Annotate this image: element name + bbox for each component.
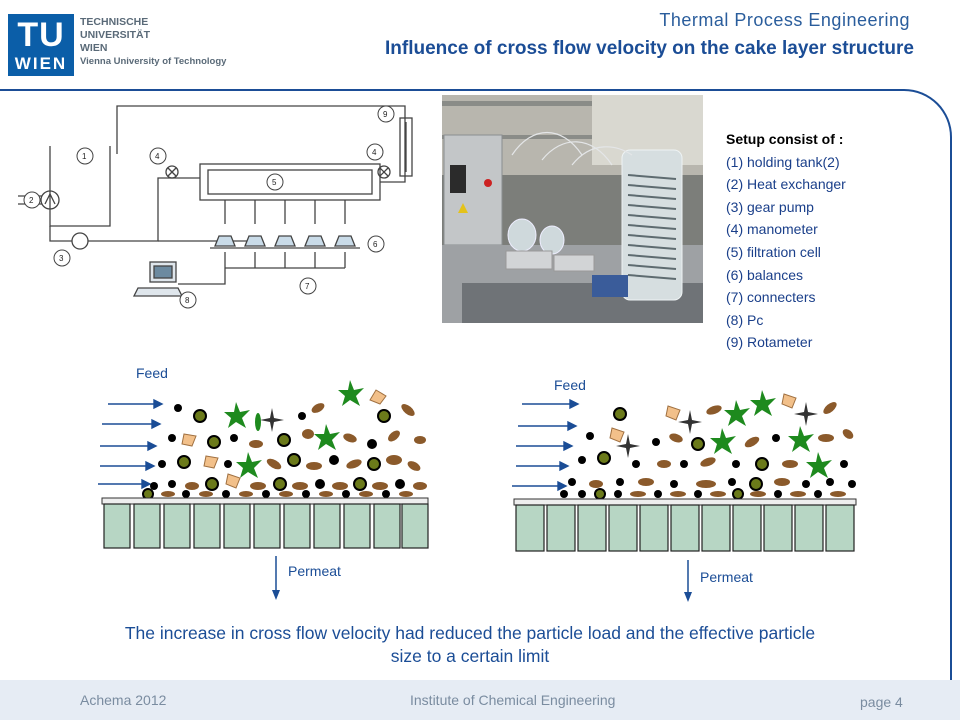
- filter-membrane: [513, 498, 857, 506]
- label-7: 7: [305, 282, 310, 291]
- setup-item: (4) manometer: [726, 221, 818, 238]
- permeat-label: Permeat: [700, 569, 753, 585]
- page-number: page 4: [860, 694, 903, 710]
- setup-list: Setup consist of : (1) holding tank(2) (…: [726, 128, 846, 354]
- conclusion-line-1: The increase in cross flow velocity had …: [124, 623, 816, 643]
- university-line-4: Vienna University of Technology: [80, 56, 227, 67]
- support-blocks: [515, 504, 855, 552]
- setup-item: (9) Rotameter: [726, 334, 813, 351]
- label-4b: 4: [372, 148, 377, 157]
- footer-institute: Institute of Chemical Engineering: [410, 692, 616, 708]
- label-8: 8: [185, 296, 190, 305]
- particle-field: [142, 380, 427, 500]
- permeat-label: Permeat: [288, 563, 341, 579]
- cake-diagram-high-velocity: Feed: [512, 377, 857, 602]
- slide-title: Influence of cross flow velocity on the …: [384, 38, 914, 59]
- label-4a: 4: [155, 152, 160, 161]
- particle-field: [560, 390, 856, 500]
- cake-diagram-low-velocity: Feed: [98, 365, 429, 600]
- setup-item: (6) balances: [726, 266, 804, 283]
- filter-membrane: [101, 497, 429, 505]
- university-line-1: TECHNISCHE: [80, 16, 149, 28]
- logo-city: WIEN: [14, 54, 68, 73]
- setup-schematic: 1 2 3 4 4 5 6 7 8 9: [18, 105, 413, 309]
- label-2: 2: [29, 196, 34, 205]
- holding-tank-shape: [49, 146, 111, 227]
- support-blocks: [103, 503, 429, 549]
- label-1: 1: [82, 152, 87, 161]
- setup-item: (2) Heat exchanger: [726, 176, 846, 193]
- setup-item: (5) filtration cell: [726, 243, 821, 260]
- label-6: 6: [373, 240, 378, 249]
- lab-setup-photo: [442, 95, 703, 323]
- logo-mark: TU: [17, 16, 65, 54]
- brand-title: Thermal Process Engineering: [659, 10, 910, 30]
- university-line-2: UNIVERSITÄT: [80, 29, 151, 41]
- setup-heading: Setup consist of :: [726, 131, 844, 147]
- conclusion-text: The increase in cross flow velocity had …: [30, 622, 910, 668]
- feed-arrows: [512, 398, 580, 492]
- content-frame: [0, 89, 952, 681]
- footer-event: Achema 2012: [80, 692, 167, 708]
- setup-item: (8) Pc: [726, 311, 764, 328]
- setup-item: (7) connecters: [726, 289, 816, 306]
- slide-footer: Achema 2012 Institute of Chemical Engine…: [0, 680, 960, 720]
- label-3: 3: [59, 254, 64, 263]
- university-line-3: WIEN: [80, 42, 108, 54]
- university-name: TECHNISCHE UNIVERSITÄT WIEN Vienna Unive…: [80, 16, 226, 68]
- feed-label: Feed: [554, 377, 586, 393]
- label-9: 9: [383, 110, 388, 119]
- tu-wien-logo: TU WIEN: [8, 14, 74, 76]
- feed-arrows: [98, 398, 164, 490]
- setup-item: (1) holding tank(2): [726, 153, 840, 170]
- slide-header: TU WIEN TECHNISCHE UNIVERSITÄT WIEN Vien…: [0, 0, 960, 88]
- label-5: 5: [272, 178, 277, 187]
- feed-label: Feed: [136, 365, 168, 381]
- conclusion-line-2: size to a certain limit: [390, 646, 550, 666]
- setup-item: (3) gear pump: [726, 198, 814, 215]
